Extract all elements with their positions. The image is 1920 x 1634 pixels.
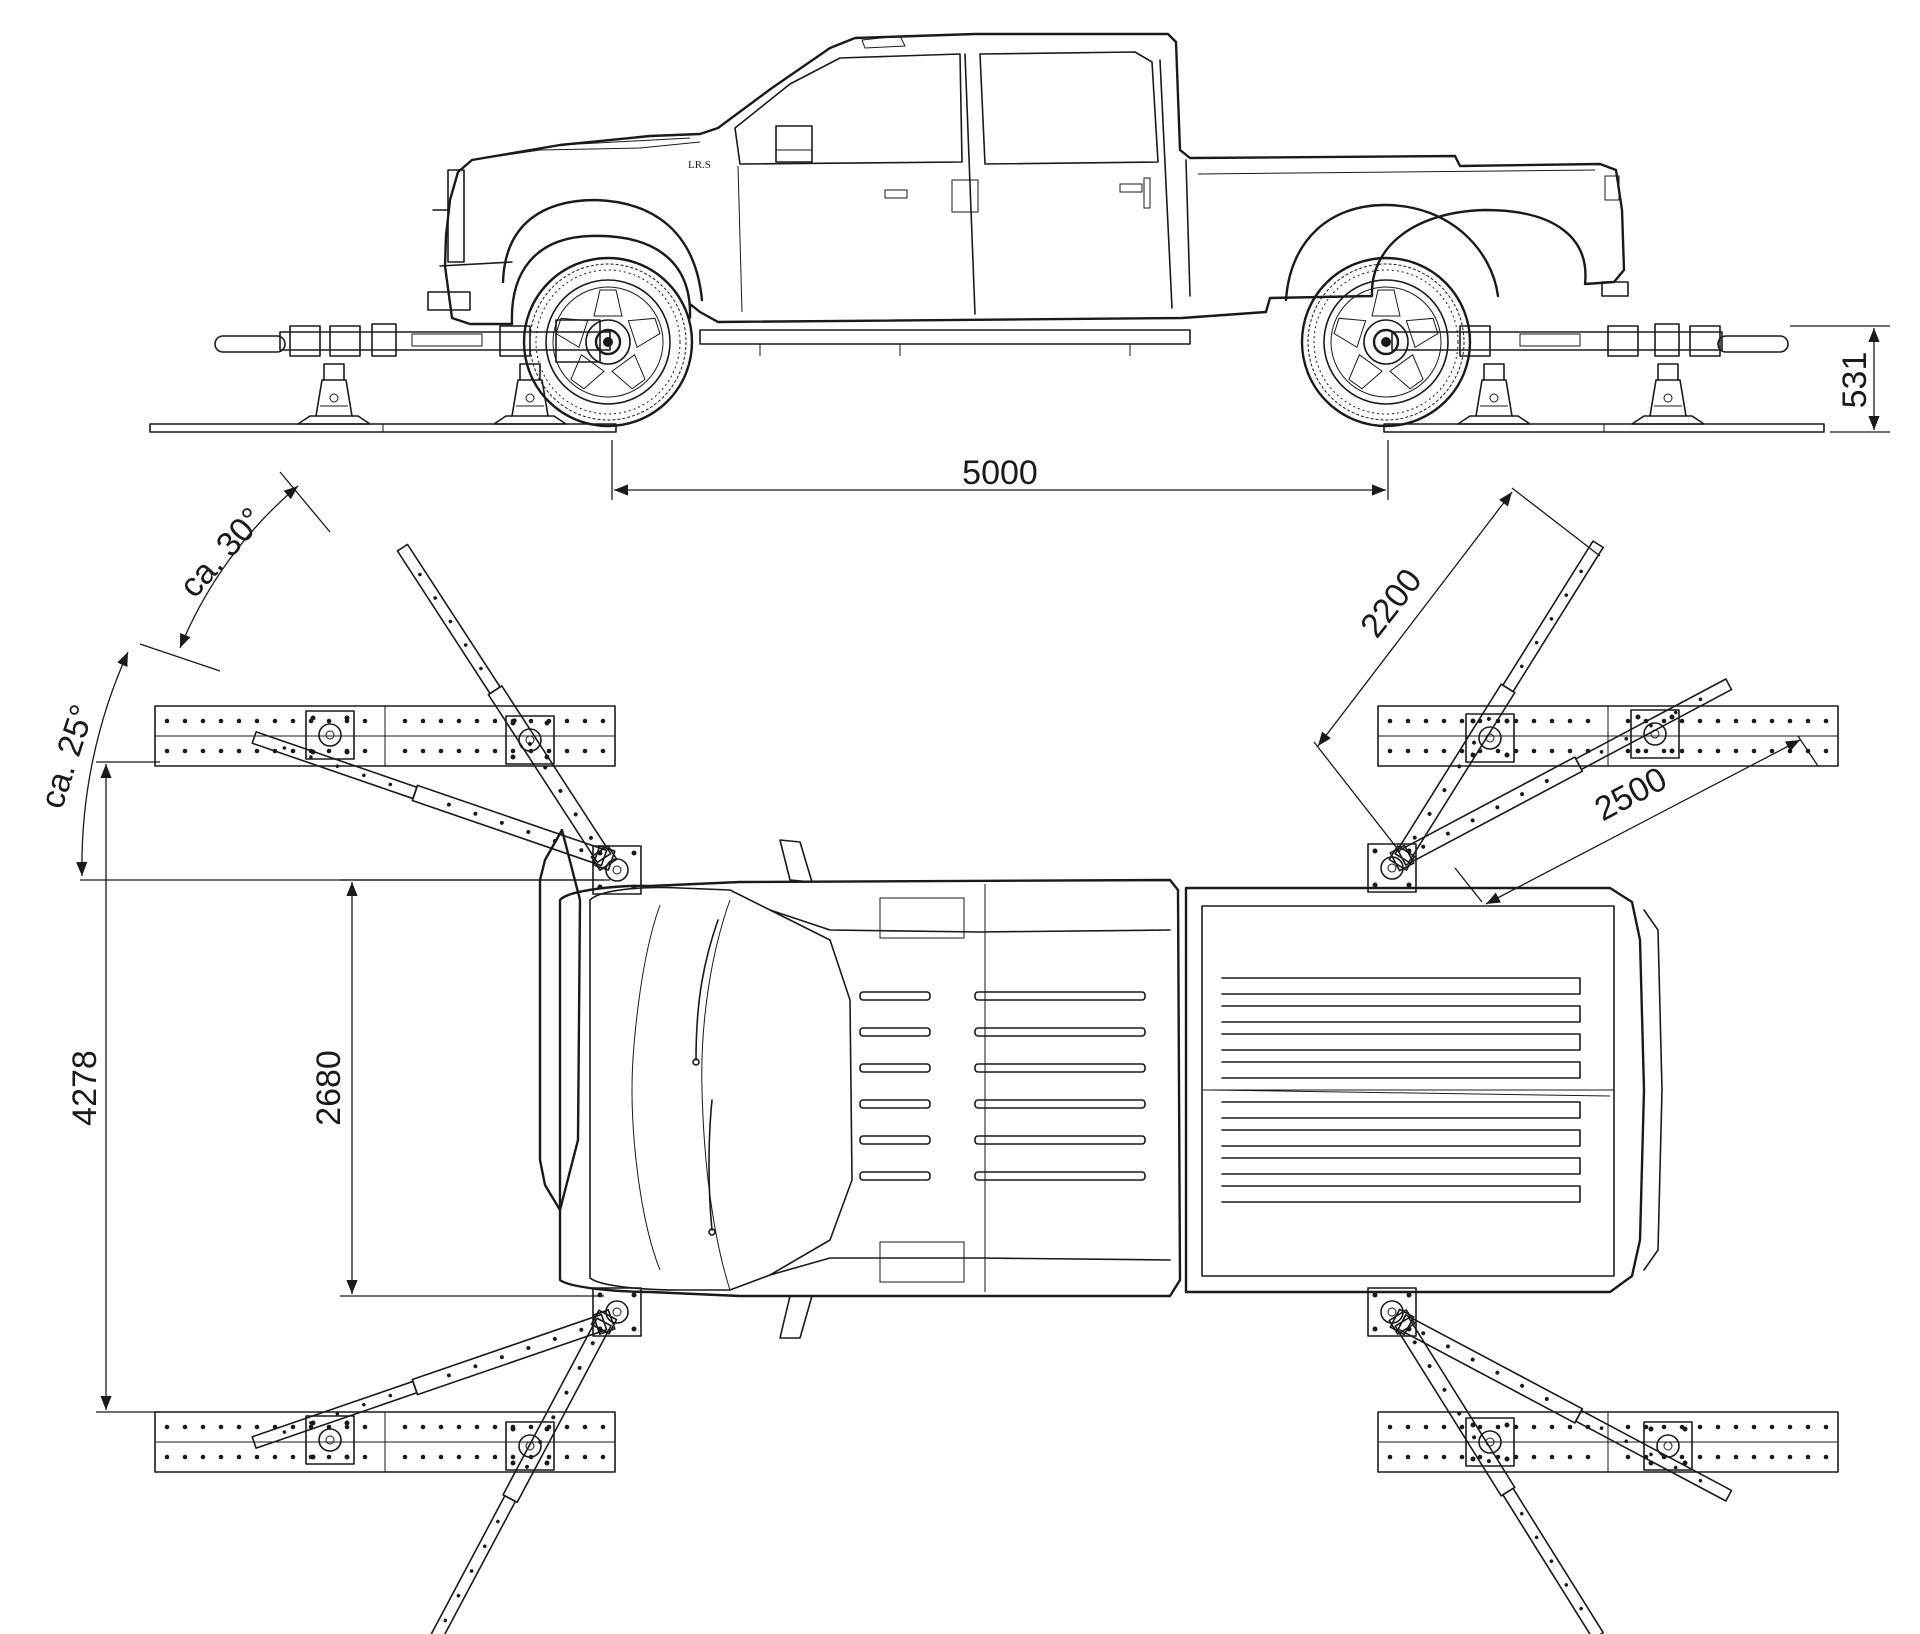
side-height-label: 531 xyxy=(1836,352,1874,409)
track-width-dimension: 2680 xyxy=(310,879,604,1297)
plate-rear-left xyxy=(1377,705,1839,767)
plate-rear-right xyxy=(1377,1411,1839,1473)
wheelbase-dimension: 5000 xyxy=(611,440,1389,500)
wheelbase-label: 5000 xyxy=(962,454,1038,492)
outer-width-label: 4278 xyxy=(66,1050,104,1126)
beams-rear-left xyxy=(1388,538,1735,872)
rear-side-rig xyxy=(1391,323,1789,425)
front-side-rig xyxy=(214,319,611,425)
track-width-label: 2680 xyxy=(310,1050,348,1126)
side-view: LR.S xyxy=(149,32,1890,500)
angle-dimensions: ca. 30° ca. 25° xyxy=(33,471,610,881)
side-height-dimension: 531 xyxy=(1790,325,1890,433)
fender-badge: LR.S xyxy=(688,159,711,171)
rear-wheel xyxy=(1300,256,1472,428)
truck-top-outline xyxy=(538,828,1663,1339)
outer-width-dimension: 4278 xyxy=(66,761,160,1413)
truck-side-outline: LR.S xyxy=(427,32,1629,356)
angle-lower-label: ca. 25° xyxy=(33,700,102,813)
side-ground-plates xyxy=(149,423,1825,433)
beam-long-label: 2500 xyxy=(1589,760,1674,829)
angle-upper-label: ca. 30° xyxy=(172,500,271,604)
beam-length-dimensions: 2200 2500 xyxy=(1313,487,1819,905)
beam-short-label: 2200 xyxy=(1353,562,1430,645)
front-wheel xyxy=(522,256,694,428)
top-view: ca. 30° ca. 25° 2200 2500 2680 xyxy=(33,471,1839,1634)
